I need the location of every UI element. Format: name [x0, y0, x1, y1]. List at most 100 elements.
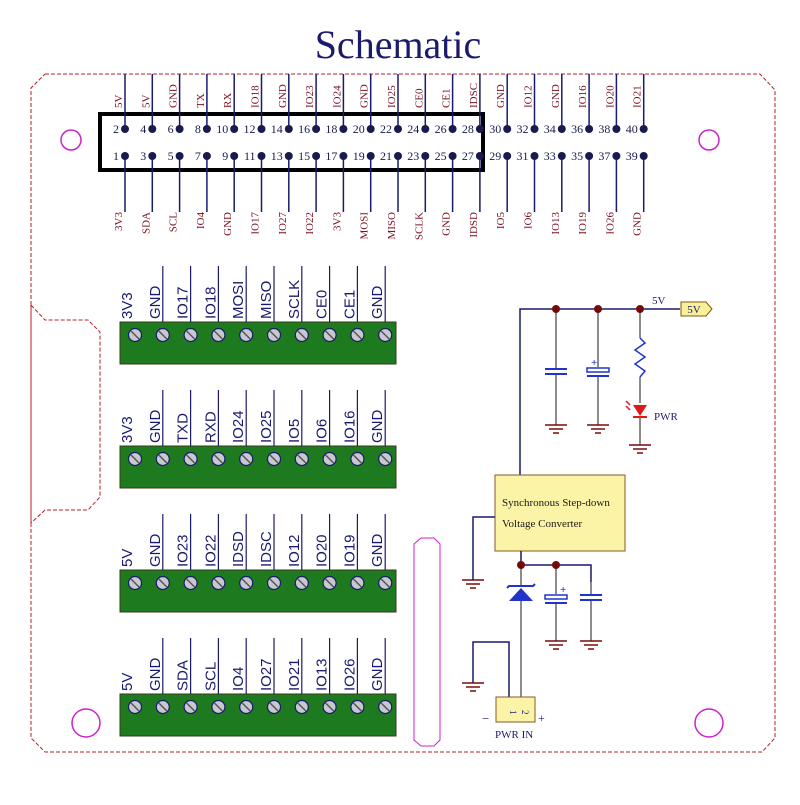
terminal-label: IO18 — [202, 286, 219, 319]
terminal-2[interactable]: GND — [147, 390, 170, 467]
terminal-10[interactable]: GND — [369, 638, 393, 715]
terminal-8[interactable]: IO20 — [314, 514, 337, 591]
pin-label: IO24 — [331, 85, 343, 108]
pin-number: 10 — [216, 122, 228, 136]
terminal-6[interactable]: IDSC — [258, 514, 282, 591]
terminal-label: GND — [147, 534, 164, 568]
terminal-label: IO22 — [202, 534, 219, 567]
terminal-label: MOSI — [230, 281, 247, 319]
pin-label: GND — [632, 212, 644, 236]
terminal-3[interactable]: IO23 — [175, 514, 198, 591]
pin-label: GND — [495, 84, 507, 108]
pin-number: 28 — [462, 122, 474, 136]
terminal-2[interactable]: GND — [147, 266, 170, 343]
terminal-5[interactable]: MOSI — [230, 266, 254, 343]
pin-label: GND — [277, 84, 289, 108]
minus-sign: − — [482, 711, 489, 726]
pin-number: 2 — [113, 122, 119, 136]
terminal-1[interactable]: 5V — [119, 673, 143, 715]
power-section: 5V 5V + — [462, 295, 713, 741]
pin-label: IO23 — [304, 85, 316, 108]
terminal-9[interactable]: IO19 — [341, 514, 365, 591]
terminal-label: SCL — [202, 662, 219, 691]
terminal-7[interactable]: IO5 — [286, 390, 309, 467]
svg-text:1: 1 — [508, 710, 518, 715]
terminal-label: GND — [369, 410, 386, 444]
terminal-1[interactable]: 3V3 — [119, 292, 143, 343]
terminal-label: IDSC — [258, 531, 275, 567]
terminal-9[interactable]: IO16 — [341, 390, 365, 467]
terminal-label: IO17 — [175, 286, 192, 319]
terminal-2[interactable]: GND — [147, 514, 170, 591]
pin-label: MOSI — [359, 212, 371, 240]
terminal-4[interactable]: SCL — [202, 638, 226, 715]
terminal-10[interactable]: GND — [369, 266, 393, 343]
terminal-4[interactable]: IO18 — [202, 266, 226, 343]
terminal-8[interactable]: IO6 — [314, 390, 337, 467]
terminal-label: RXD — [202, 411, 219, 443]
terminal-9[interactable]: IO26 — [341, 638, 365, 715]
terminal-9[interactable]: CE1 — [341, 266, 365, 343]
terminal-7[interactable]: IO12 — [286, 514, 309, 591]
pin-number: 25 — [435, 149, 447, 163]
terminal-1[interactable]: 5V — [119, 549, 143, 591]
terminal-5[interactable]: IO4 — [230, 638, 254, 715]
power-input-connector[interactable]: 1 2 − + PWR IN — [482, 696, 545, 741]
terminal-6[interactable]: IO25 — [258, 390, 282, 467]
terminal-label: 5V — [119, 549, 136, 567]
gpio-header-box — [98, 112, 485, 172]
pin-number: 7 — [195, 149, 201, 163]
tvs-diode — [506, 565, 536, 697]
terminal-label: GND — [369, 658, 386, 692]
pin-number: 38 — [598, 122, 610, 136]
pin-label: IO19 — [577, 212, 589, 235]
terminal-5[interactable]: IO24 — [230, 390, 254, 467]
terminal-3[interactable]: TXD — [175, 390, 198, 467]
terminal-6[interactable]: MISO — [258, 266, 282, 343]
terminal-4[interactable]: RXD — [202, 390, 226, 467]
terminal-2[interactable]: GND — [147, 638, 170, 715]
terminal-10[interactable]: GND — [369, 390, 393, 467]
pin-number: 22 — [380, 122, 392, 136]
terminal-10[interactable]: GND — [369, 514, 393, 591]
svg-text:Voltage Converter: Voltage Converter — [502, 518, 582, 530]
pin-number: 8 — [195, 122, 201, 136]
pin-label: SCLK — [413, 212, 425, 240]
terminal-label: IO19 — [341, 534, 358, 567]
terminal-label: SCLK — [286, 280, 303, 319]
terminal-7[interactable]: IO21 — [286, 638, 309, 715]
terminal-4[interactable]: IO22 — [202, 514, 226, 591]
terminal-label: IO25 — [258, 410, 275, 443]
board-outline — [30, 73, 776, 753]
terminal-1[interactable]: 3V3 — [119, 416, 143, 467]
pin-label: IDSD — [468, 212, 480, 238]
terminal-label: 3V3 — [119, 292, 136, 319]
terminal-label: IO21 — [286, 658, 303, 691]
pin-number: 5 — [168, 149, 174, 163]
terminal-6[interactable]: IO27 — [258, 638, 282, 715]
terminal-label: IO16 — [341, 410, 358, 443]
terminal-5[interactable]: IDSD — [230, 514, 254, 591]
terminal-8[interactable]: CE0 — [314, 266, 337, 343]
pin-label: 5V — [140, 95, 152, 109]
pin-number: 36 — [571, 122, 583, 136]
converter-gnd-wire — [472, 516, 495, 580]
terminal-7[interactable]: SCLK — [286, 266, 309, 343]
terminal-8[interactable]: IO13 — [314, 638, 337, 715]
terminal-3[interactable]: IO17 — [175, 266, 198, 343]
terminal-3[interactable]: SDA — [175, 638, 198, 715]
pin-number: 34 — [544, 122, 556, 136]
